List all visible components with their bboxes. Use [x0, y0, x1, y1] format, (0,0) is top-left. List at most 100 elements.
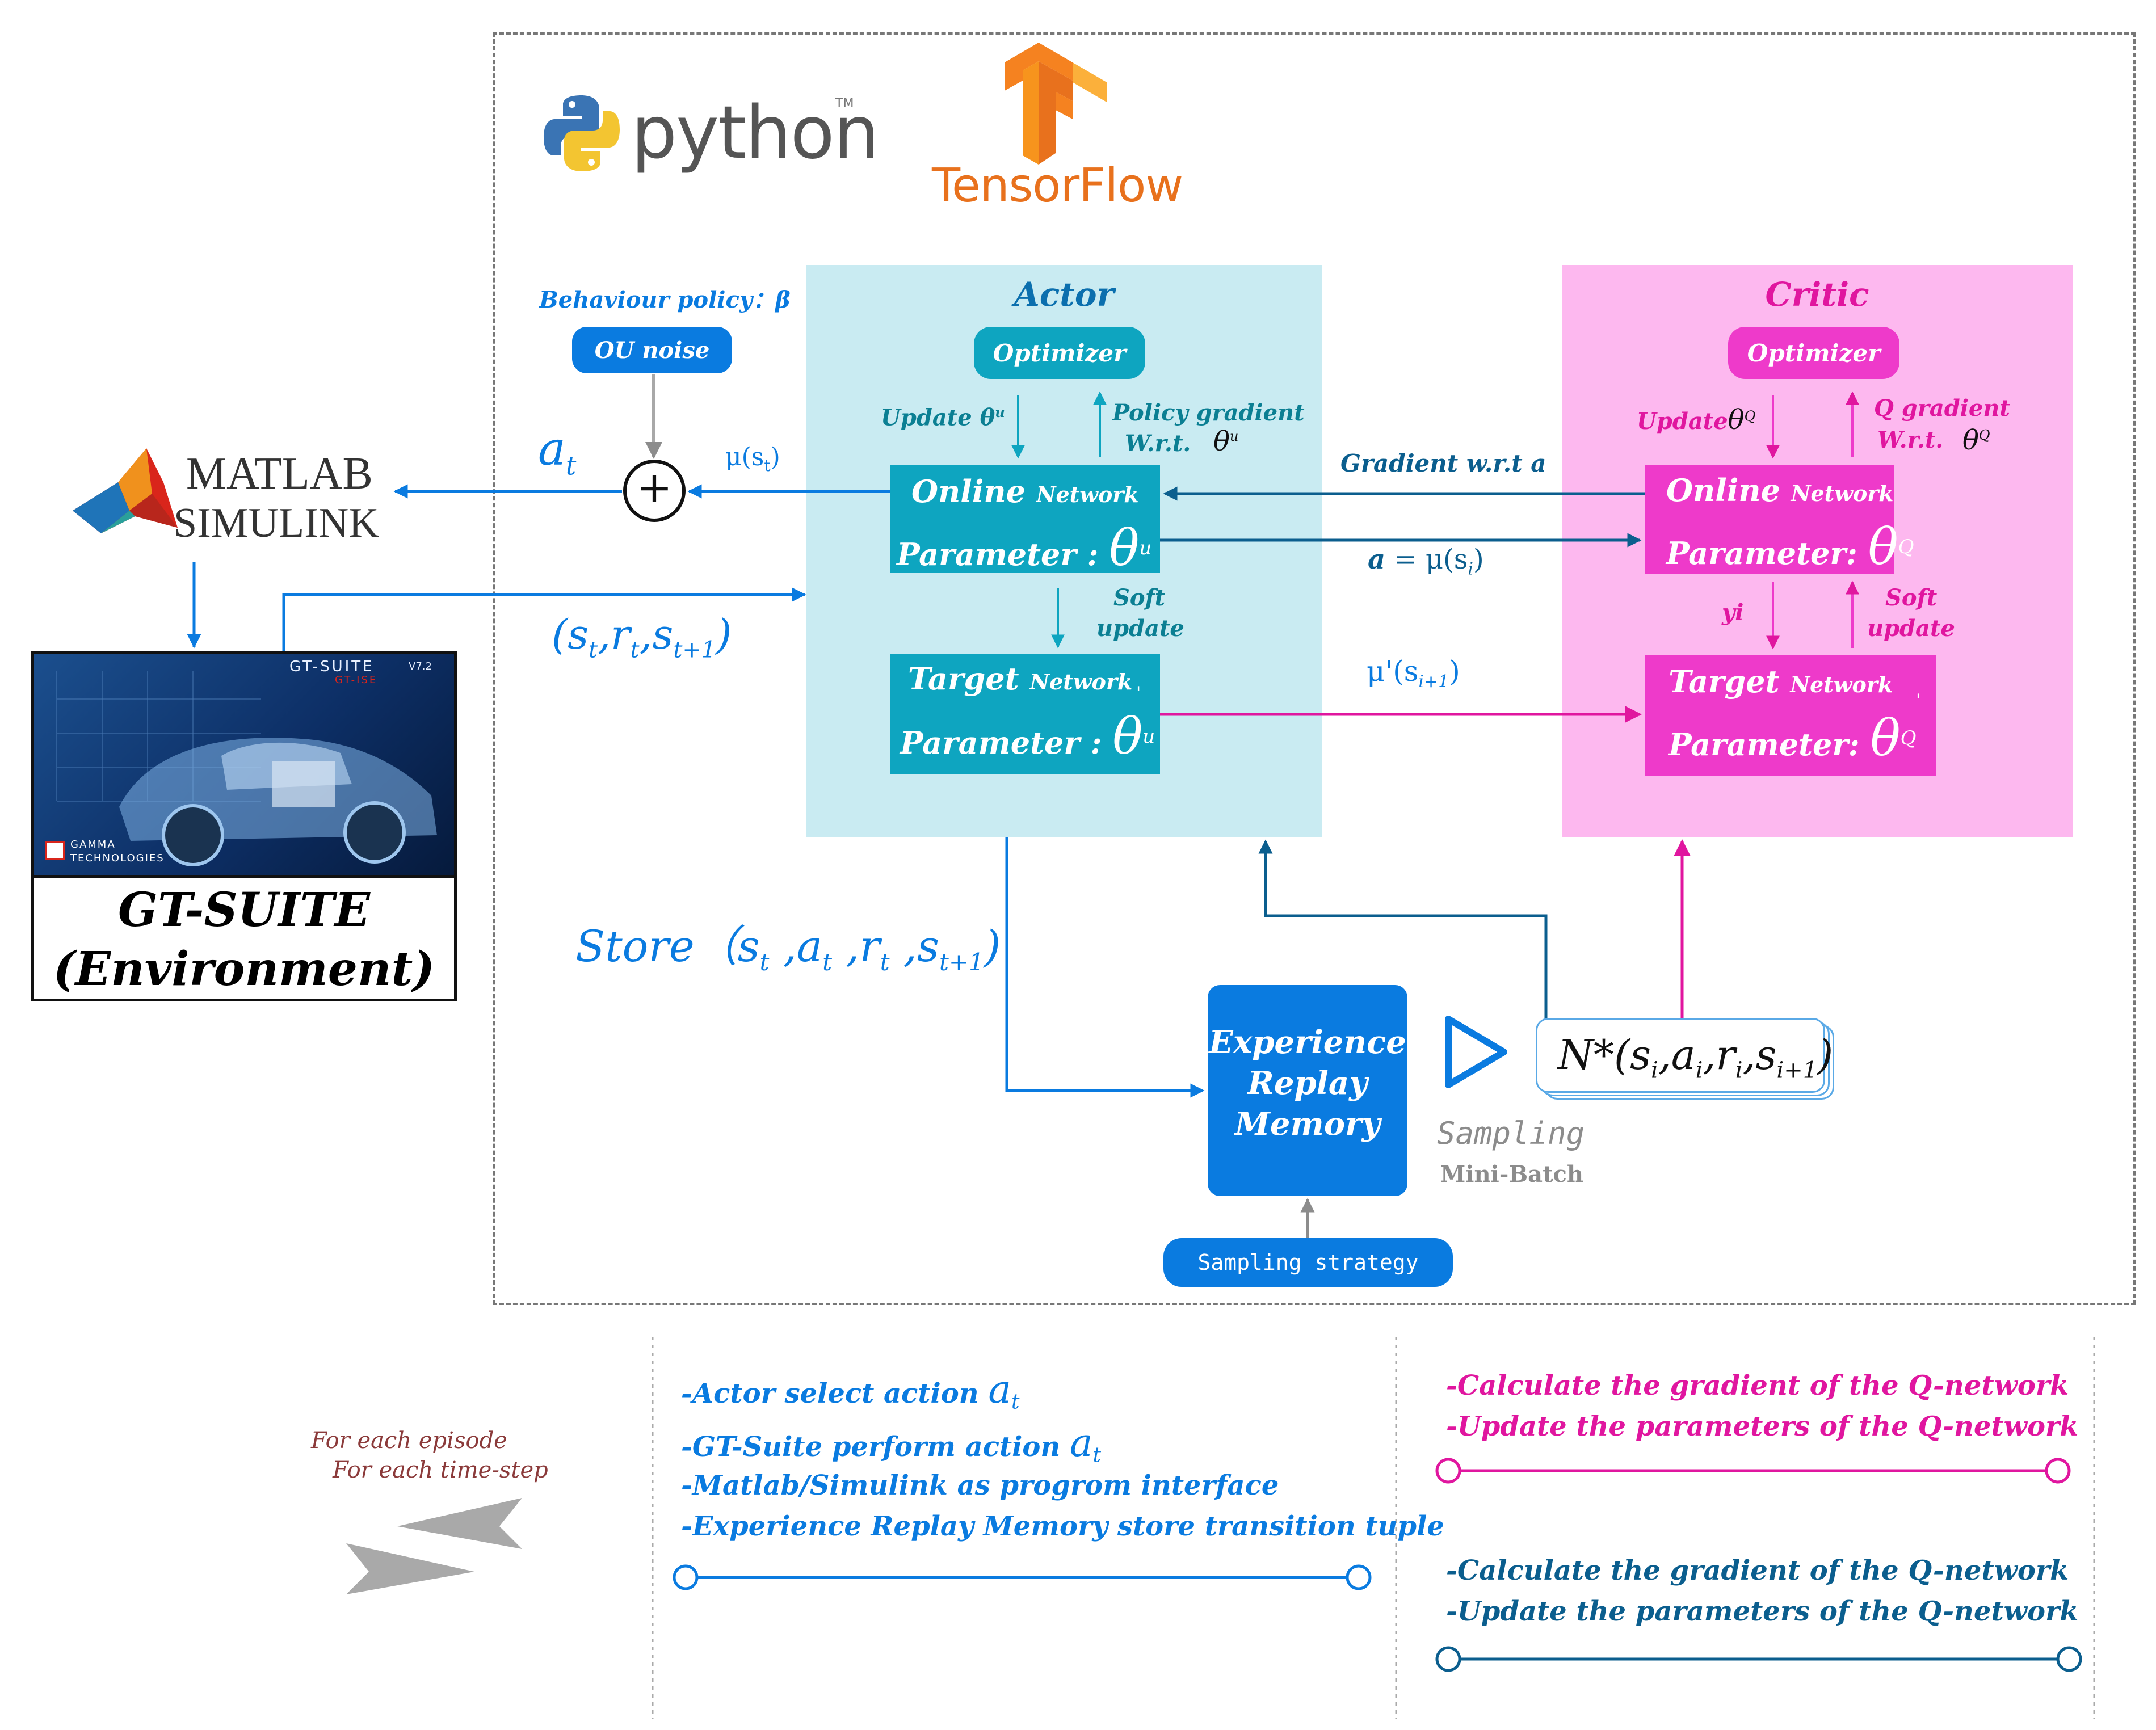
actor-wrt-label: W.r.t. — [1125, 430, 1191, 457]
store-sub3: t — [880, 948, 890, 976]
actor-online-theta: θ — [1109, 519, 1140, 577]
actor-target-parameter: Parameter : θu — [900, 707, 1155, 765]
critic-soft-update-label: update — [1867, 615, 1955, 642]
critic-online-network[interactable]: Online Network Parameter: θQ — [1645, 465, 1914, 576]
minibatch-sub3: i — [1735, 1057, 1743, 1084]
actor-online-network-word: Network — [1036, 482, 1139, 507]
gamma-line1: GAMMA — [70, 839, 116, 851]
sampling-strategy-button[interactable]: Sampling strategy — [1163, 1238, 1453, 1287]
actor-soft-update-label: update — [1096, 615, 1184, 642]
actor-online-word: Online — [911, 473, 1026, 510]
legend-erm-store: -Experience Replay Memory store transiti… — [681, 1510, 1444, 1542]
store-s: ,s — [889, 921, 939, 971]
tensorflow-wordmark: TensorFlow — [932, 159, 1183, 213]
legend-gt-perform-sub: t — [1092, 1443, 1102, 1467]
environment-subtitle: (Environment) — [53, 942, 435, 996]
for-each-timestep-label: For each time-step — [333, 1457, 548, 1483]
state-tuple-sub2: t — [630, 637, 640, 663]
gt-suite-environment: GT-SUITE V7.2 GT-ISE GAMMA TECHNOLOGIES … — [31, 651, 457, 1001]
gt-suite-divider — [34, 875, 454, 878]
gt-suite-splash: GT-SUITE V7.2 GT-ISE GAMMA TECHNOLOGIES — [34, 654, 454, 875]
legend-gt-perform: -GT-Suite perform action at — [681, 1421, 1101, 1467]
critic-online-parameter: Parameter: θQ — [1666, 517, 1914, 576]
ou-noise-button[interactable]: OU noise — [572, 327, 732, 373]
critic-title: Critic — [1765, 275, 1869, 314]
legend-actor-select: -Actor select action at — [681, 1367, 1019, 1414]
actor-wrt-theta: θu — [1213, 426, 1238, 457]
critic-target-network-word: Network — [1790, 672, 1893, 697]
critic-optimizer-button[interactable]: Optimizer — [1728, 327, 1899, 379]
critic-update-label: UpdateθQ — [1637, 404, 1755, 436]
python-logo: python TM — [539, 91, 880, 182]
actor-online-label: Online Network — [911, 473, 1139, 510]
replay-line2: Replay — [1247, 1064, 1368, 1102]
critic-wrt-theta-text: θ — [1962, 424, 1979, 456]
state-tuple-label: (st,rt,st+1) — [552, 611, 732, 663]
replay-line3: Memory — [1234, 1105, 1381, 1143]
gt-suite-version: V7.2 — [409, 660, 432, 672]
minibatch-close: ) — [1817, 1031, 1834, 1079]
actor-soft-label: Soft — [1113, 584, 1166, 611]
legend-pink-start — [1435, 1458, 1461, 1484]
legend-actor-select-a: a — [988, 1367, 1011, 1412]
actor-update-sup: u — [995, 404, 1005, 420]
actor-target-network[interactable]: Target Network Parameter : θu ' — [890, 654, 1160, 774]
legend-blue-end — [1346, 1564, 1372, 1590]
store-sub4: t+1 — [939, 948, 984, 976]
mu-st-label: μ(st) — [725, 443, 780, 475]
critic-target-theta: θ — [1870, 709, 1901, 767]
actor-policy-gradient-label: Policy gradient — [1112, 399, 1305, 426]
legend-calc-grad-1: -Calculate the gradient of the Q-network — [1446, 1370, 2069, 1401]
minibatch-r: ,r — [1703, 1031, 1735, 1079]
timestep-right-arrow-icon — [346, 1543, 474, 1594]
behaviour-policy-label: Behaviour policy：β — [539, 287, 791, 313]
critic-q-gradient-label: Q gradient — [1874, 395, 2010, 422]
legend-navy-start — [1435, 1646, 1461, 1672]
legend-blue-start — [673, 1564, 699, 1590]
critic-target-label: Target Network — [1669, 663, 1893, 700]
actor-online-network[interactable]: Online Network Parameter : θu — [890, 465, 1160, 577]
experience-replay-memory[interactable]: Experience Replay Memory — [1208, 985, 1407, 1196]
critic-online-parameter-word: Parameter: — [1666, 535, 1857, 571]
actor-title: Actor — [1014, 275, 1115, 314]
python-trademark: TM — [835, 96, 854, 111]
legend-matlab-interface: -Matlab/Simulink as progrom interface — [681, 1470, 1279, 1501]
legend-update-params-2: -Update the parameters of the Q-network — [1446, 1596, 2079, 1627]
tensorflow-icon — [1005, 43, 1107, 165]
minibatch-s: ,s — [1742, 1031, 1777, 1079]
critic-yi-label: yi — [1722, 599, 1744, 626]
legend-gt-perform-text: -GT-Suite perform action — [681, 1431, 1061, 1463]
mu-prime-close: ) — [1449, 655, 1460, 688]
minibatch-label: Mini-Batch — [1440, 1161, 1583, 1188]
critic-wrt-theta: θQ — [1962, 424, 1990, 456]
critic-target-network[interactable]: Target Network Parameter: θQ ' — [1645, 655, 1936, 776]
actor-target-prime: ' — [1136, 683, 1141, 703]
gt-suite-header: GT-SUITE — [289, 658, 375, 675]
minibatch-sub4: i+1 — [1776, 1057, 1818, 1084]
state-tuple-s: ,s — [639, 611, 674, 658]
sampling-label: Sampling — [1437, 1116, 1585, 1151]
python-wordmark: python — [631, 91, 880, 175]
critic-update-sup: Q — [1744, 408, 1756, 424]
episode-left-arrow-icon — [397, 1498, 522, 1549]
critic-online-sup: Q — [1898, 536, 1914, 558]
state-tuple-close: ) — [716, 611, 732, 658]
framework-boundary — [493, 32, 2136, 1305]
actor-online-sup: u — [1139, 537, 1152, 559]
legend-update-params-1: -Update the parameters of the Q-network — [1446, 1411, 2079, 1442]
minibatch-sub1: i — [1651, 1057, 1658, 1084]
actor-optimizer-button[interactable]: Optimizer — [974, 327, 1145, 379]
gamma-line2: TECHNOLOGIES — [70, 852, 165, 864]
actor-target-parameter-word: Parameter : — [900, 725, 1102, 761]
legend-actor-select-sub: t — [1011, 1390, 1020, 1414]
critic-target-parameter-word: Parameter: — [1669, 726, 1860, 763]
critic-update-text: Update — [1637, 408, 1728, 435]
critic-update-theta: θ — [1728, 404, 1745, 436]
store-sub2: t — [822, 948, 833, 976]
critic-online-theta: θ — [1868, 517, 1898, 576]
state-tuple-sub1: t — [589, 637, 598, 663]
actor-update-label: Update θu — [881, 404, 1005, 431]
critic-target-parameter: Parameter: θQ — [1669, 709, 1916, 767]
replay-line1: Experience — [1209, 1024, 1406, 1061]
actor-online-parameter-word: Parameter : — [897, 536, 1099, 573]
